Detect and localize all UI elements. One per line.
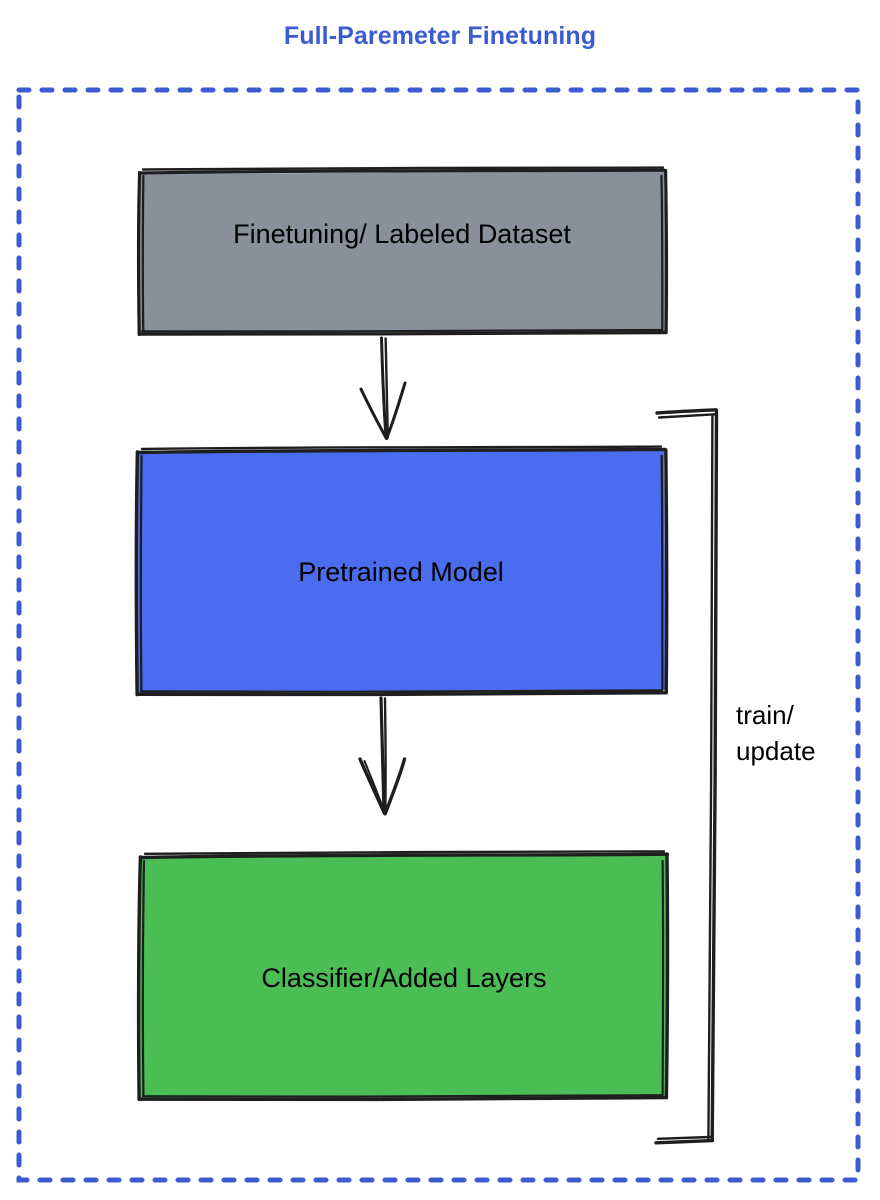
node-pretrained-model[interactable]	[134, 445, 669, 697]
edge-feedback-bracket	[654, 408, 719, 1145]
page-title: Full-Paremeter Finetuning	[283, 22, 597, 50]
node-classifier-label: Classifier/Added Layers	[261, 963, 547, 993]
node-pretrained-model-label: Pretrained Model	[298, 557, 504, 587]
arrow-dataset-to-model	[359, 336, 407, 441]
node-dataset[interactable]	[136, 166, 669, 336]
node-classifier[interactable]	[136, 850, 670, 1102]
arrow-model-to-classifier	[358, 696, 407, 816]
node-dataset-label: Finetuning/ Labeled Dataset	[233, 219, 571, 249]
edge-feedback-label: train/ update	[736, 700, 816, 766]
dashed-boundary	[16, 87, 861, 1183]
